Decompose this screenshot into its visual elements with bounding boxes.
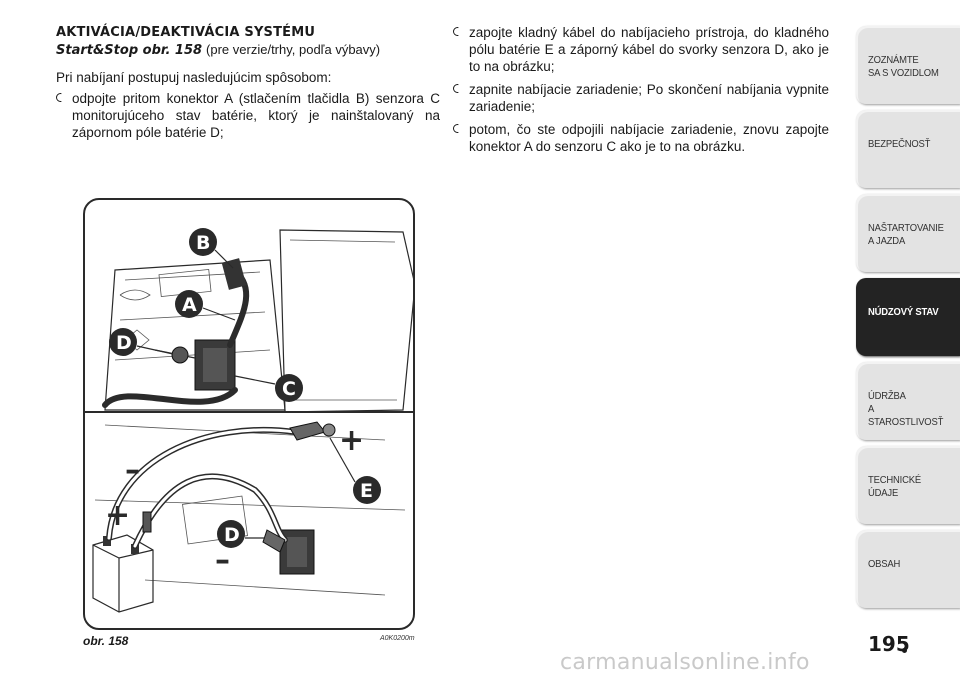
svg-text:D: D	[116, 332, 132, 354]
list-item: potom, čo ste odpojili nabíjacie zariade…	[453, 121, 829, 155]
bullet-icon	[56, 93, 62, 102]
section-subheading-note: (pre verzie/trhy, podľa výbavy)	[206, 42, 381, 57]
list-item-text: zapojte kladný kábel do nabíjacieho prís…	[469, 25, 829, 74]
list-item-text: zapnite nabíjacie zariadenie; Po skončen…	[469, 82, 829, 114]
list-item: zapojte kladný kábel do nabíjacieho prís…	[453, 24, 829, 75]
left-bullet-list: odpojte pritom konektor A (stlačením tla…	[56, 90, 440, 141]
tab-nudzovy-stav[interactable]: NÚDZOVÝ STAV	[856, 278, 960, 356]
tab-label: ZOZNÁMTE SA S VOZIDLOM	[868, 54, 939, 79]
bottom-panel: + – + – E D	[92, 421, 406, 613]
svg-text:C: C	[282, 378, 296, 400]
figure-158: .ln { fill: none; stroke: #2a2a2a; strok…	[83, 198, 415, 630]
list-item: odpojte pritom konektor A (stlačením tla…	[56, 90, 440, 141]
list-item-text: odpojte pritom konektor A (stlačením tla…	[72, 91, 440, 140]
svg-text:D: D	[224, 524, 240, 546]
minus-sign-charger: –	[125, 453, 140, 488]
tab-label: NÚDZOVÝ STAV	[868, 306, 939, 318]
list-item-text: potom, čo ste odpojili nabíjacie zariade…	[469, 122, 829, 154]
label-D: D	[109, 328, 174, 356]
right-column: zapojte kladný kábel do nabíjacieho prís…	[453, 24, 829, 161]
plus-sign-battery: +	[339, 423, 364, 458]
chapter-tabs: ZOZNÁMTE SA S VOZIDLOM BEZPEČNOSŤ NAŠTAR…	[856, 26, 960, 614]
label-B: B	[189, 228, 234, 269]
tab-label: BEZPEČNOSŤ	[868, 138, 931, 150]
tab-bezpecnost[interactable]: BEZPEČNOSŤ	[856, 110, 960, 188]
tab-zoznamte-sa-s-vozidlom[interactable]: ZOZNÁMTE SA S VOZIDLOM	[856, 26, 960, 104]
page-number-dot	[902, 648, 907, 653]
top-panel: B A D C	[85, 228, 413, 413]
svg-text:E: E	[360, 480, 373, 502]
tab-label: OBSAH	[868, 558, 901, 570]
label-E: E	[329, 437, 381, 504]
figure-caption: obr. 158	[83, 634, 129, 648]
label-A: A	[175, 290, 236, 321]
svg-text:A: A	[182, 294, 197, 316]
label-D-lower: D	[217, 520, 265, 548]
label-C: C	[234, 374, 303, 402]
tab-label: TECHNICKÉ ÚDAJE	[868, 474, 921, 499]
tab-label: NAŠTARTOVANIE A JAZDA	[868, 222, 944, 247]
intro-paragraph: Pri nabíjaní postupuj nasledujúcim spôso…	[56, 70, 332, 85]
minus-sign-battery: –	[215, 543, 230, 578]
tab-obsah[interactable]: OBSAH	[856, 530, 960, 608]
tab-udrzba-a-starostlivost[interactable]: ÚDRŽBA A STAROSTLIVOSŤ	[856, 362, 960, 440]
watermark: carmanualsonline.info	[560, 650, 810, 675]
bullet-icon	[453, 124, 459, 133]
section-heading: AKTIVÁCIA/DEAKTIVÁCIA SYSTÉMU	[56, 25, 316, 40]
list-item: zapnite nabíjacie zariadenie; Po skončen…	[453, 81, 829, 115]
right-bullet-list: zapojte kladný kábel do nabíjacieho prís…	[453, 24, 829, 155]
section-subheading: Start&Stop obr. 158	[56, 43, 203, 58]
battery-illustration: .ln { fill: none; stroke: #2a2a2a; strok…	[85, 228, 413, 613]
svg-text:B: B	[196, 232, 210, 254]
tab-nastartovanie-a-jazda[interactable]: NAŠTARTOVANIE A JAZDA	[856, 194, 960, 272]
tab-label: ÚDRŽBA A STAROSTLIVOSŤ	[868, 390, 944, 428]
figure-code: A0K0200m	[380, 635, 415, 642]
tab-technicke-udaje[interactable]: TECHNICKÉ ÚDAJE	[856, 446, 960, 524]
bullet-icon	[453, 84, 459, 93]
plus-sign-charger: +	[105, 498, 130, 533]
left-column: AKTIVÁCIA/DEAKTIVÁCIA SYSTÉMU Start&Stop…	[56, 24, 440, 147]
section-subheading-row: Start&Stop obr. 158(pre verzie/trhy, pod…	[56, 41, 440, 59]
bullet-icon	[453, 27, 459, 36]
